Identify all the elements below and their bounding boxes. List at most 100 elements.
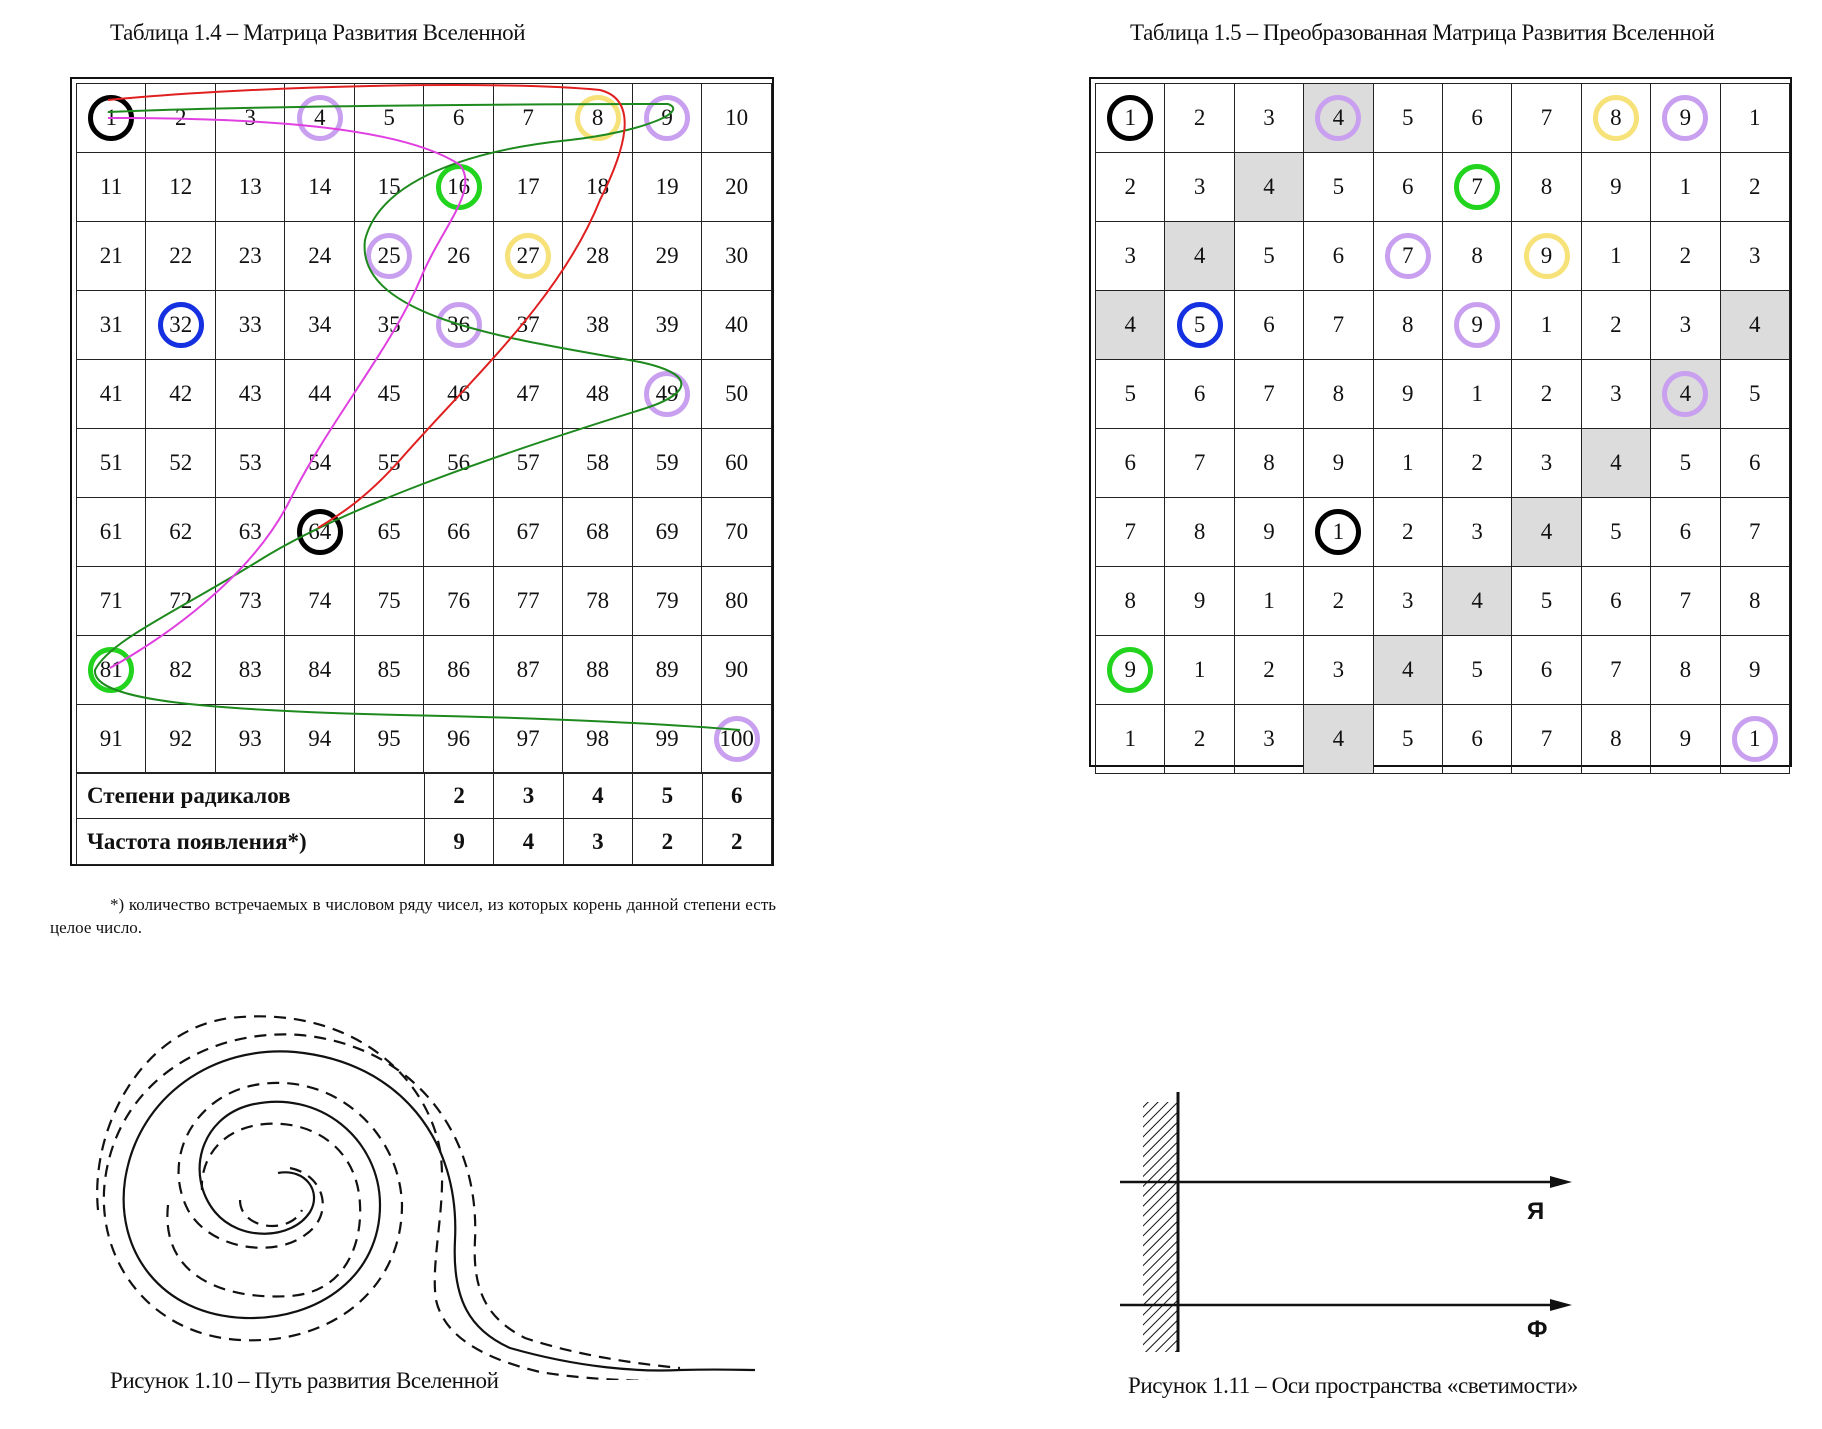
highlight-ring-green [1107, 647, 1154, 693]
matrix-cell: 6 [1233, 290, 1305, 360]
axis-top-arrow [1550, 1176, 1572, 1188]
stats-frequency-value: 2 [632, 818, 703, 865]
matrix-cell: 9 [1511, 221, 1582, 291]
matrix-cell: 7 [1164, 428, 1235, 498]
matrix-cell: 7 [1511, 704, 1582, 774]
matrix-cell: 7 [1094, 497, 1166, 567]
cell-value: 7 [1332, 312, 1345, 337]
matrix-cell: 1 [1164, 635, 1235, 705]
matrix-cell: 6 [1441, 704, 1513, 774]
matrix-cell: 47 [492, 359, 564, 429]
matrix-cell: 59 [631, 428, 703, 498]
cell-value: 9 [1332, 450, 1345, 475]
matrix-cell: 1 [1094, 83, 1166, 153]
matrix-cell: 6 [423, 83, 494, 153]
matrix-cell: 31 [75, 290, 147, 360]
cell-value: 2 [1124, 174, 1136, 199]
cell-value: 1 [1332, 519, 1345, 544]
cell-value: 63 [238, 519, 262, 544]
cell-value: 31 [99, 312, 123, 337]
matrix-cell: 7 [1650, 566, 1721, 636]
cell-value: 89 [655, 657, 679, 682]
highlight-ring-purple [1662, 371, 1709, 417]
cell-value: 6 [1471, 726, 1483, 751]
cell-value: 8 [1540, 174, 1553, 199]
cell-value: 8 [1610, 726, 1622, 751]
stats-degree-value: 3 [493, 772, 564, 819]
cell-value: 9 [1263, 519, 1275, 544]
matrix-cell: 66 [423, 497, 494, 567]
cell-value: 5 [383, 105, 395, 130]
stats-frequency-value: 4 [493, 818, 564, 865]
matrix-cell: 1 [75, 83, 147, 153]
cell-value: 3 [1402, 588, 1414, 613]
matrix-cell: 5 [1580, 497, 1652, 567]
cell-value: 84 [308, 657, 332, 682]
cell-value: 7 [1471, 174, 1483, 199]
cell-value: 7 [1193, 450, 1206, 475]
matrix-cell: 30 [701, 221, 772, 291]
matrix-cell: 98 [562, 704, 633, 774]
matrix-cell: 73 [214, 566, 286, 636]
cell-value: 8 [1610, 105, 1622, 130]
matrix-cell: 2 [1511, 359, 1582, 429]
matrix-cell: 86 [423, 635, 494, 705]
cell-value: 7 [1610, 657, 1622, 682]
matrix-cell: 4 [1511, 497, 1582, 567]
matrix-cell: 9 [1233, 497, 1305, 567]
matrix-cell: 3 [214, 83, 286, 153]
matrix-cell: 7 [1303, 290, 1374, 360]
matrix-cell: 4 [1303, 704, 1374, 774]
matrix-cell: 1 [1511, 290, 1582, 360]
cell-value: 19 [655, 174, 679, 199]
matrix-cell: 6 [1372, 152, 1443, 222]
matrix-cell: 1 [1719, 704, 1791, 774]
cell-value: 2 [174, 105, 187, 130]
cell-value: 62 [169, 519, 193, 544]
cell-value: 86 [447, 657, 471, 682]
matrix-cell: 5 [1650, 428, 1721, 498]
cell-value: 7 [1749, 519, 1761, 544]
cell-value: 52 [169, 450, 193, 475]
cell-value: 45 [377, 381, 401, 406]
cell-value: 1 [1471, 381, 1483, 406]
cell-value: 27 [516, 243, 540, 268]
cell-value: 97 [516, 726, 540, 751]
matrix-cell: 38 [562, 290, 633, 360]
matrix-cell: 45 [353, 359, 425, 429]
cell-value: 8 [1471, 243, 1483, 268]
matrix-cell: 9 [1164, 566, 1235, 636]
cell-value: 3 [1263, 726, 1275, 751]
cell-value: 1 [1263, 588, 1275, 613]
wall-hatch [1143, 1102, 1177, 1352]
cell-value: 51 [99, 450, 123, 475]
cell-value: 47 [516, 381, 540, 406]
stats-degree-value: 5 [632, 772, 703, 819]
matrix-cell: 7 [1441, 152, 1513, 222]
cell-value: 66 [447, 519, 471, 544]
matrix-cell: 9 [1650, 704, 1721, 774]
matrix-cell: 8 [1580, 704, 1652, 774]
matrix-cell: 64 [284, 497, 355, 567]
cell-value: 3 [1193, 174, 1206, 199]
cell-value: 3 [1540, 450, 1553, 475]
matrix-cell: 9 [1580, 152, 1652, 222]
matrix-cell: 80 [701, 566, 772, 636]
matrix-cell: 55 [353, 428, 425, 498]
cell-value: 57 [516, 450, 540, 475]
matrix-cell: 2 [1719, 152, 1791, 222]
cell-value: 3 [1124, 243, 1136, 268]
cell-value: 8 [1679, 657, 1692, 682]
cell-value: 3 [244, 105, 256, 130]
cell-value: 9 [1124, 657, 1136, 682]
cell-value: 49 [655, 381, 679, 406]
axis-top-label: Я [1527, 1198, 1545, 1225]
cell-value: 76 [447, 588, 471, 613]
matrix-cell: 4 [1372, 635, 1443, 705]
cell-value: 43 [238, 381, 262, 406]
cell-value: 11 [100, 174, 123, 199]
matrix-cell: 8 [562, 83, 633, 153]
matrix-cell: 2 [1164, 704, 1235, 774]
cell-value: 6 [1749, 450, 1761, 475]
